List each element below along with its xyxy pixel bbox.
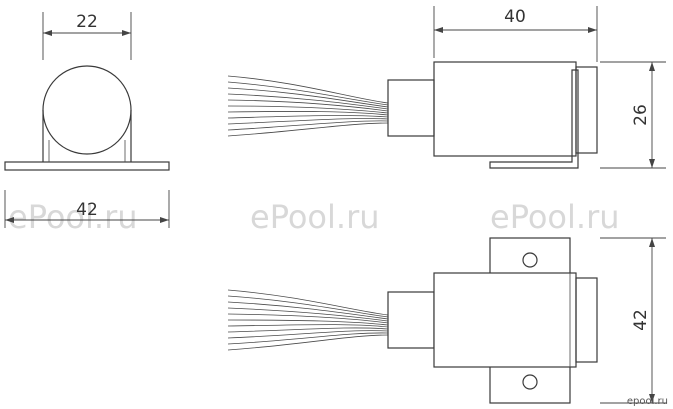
side-bracket [489,69,579,169]
dimension-label-42-top: 42 [631,309,651,331]
watermark-left: ePool.ru [8,198,138,236]
side-wire-bundle [227,75,389,137]
top-wire-bundle [227,289,389,351]
top-mounting-hole-lower [522,374,538,390]
top-mounting-hole-upper [522,252,538,268]
dimension-label-40: 40 [504,7,526,27]
watermark-right: ePool.ru [490,198,620,236]
top-cable-gland [387,291,435,349]
side-main-body [433,61,577,157]
dimension-top-width: 42 [600,237,666,404]
dimension-front-width: 22 [42,12,132,60]
front-view: 22 42 [4,12,170,228]
top-main-body [433,272,577,368]
top-view: 42 [227,237,666,404]
dimension-front-base: 42 [4,190,170,228]
front-base-plate [4,161,170,171]
side-view: 40 26 [227,6,666,169]
dimension-label-22: 22 [76,12,98,32]
dimension-side-length: 40 [433,6,598,62]
side-cable-gland [387,79,435,137]
corner-logo: epool.ru [627,396,668,407]
watermark-layer: ePool.ru ePool.ru ePool.ru [8,198,620,236]
front-body-circle [42,65,132,155]
dimension-label-42-base: 42 [76,200,98,220]
dimension-label-26: 26 [631,104,651,126]
dimension-side-height: 26 [600,61,666,169]
watermark-center: ePool.ru [250,198,380,236]
top-end-cap [575,277,598,363]
side-end-cap [575,66,598,154]
